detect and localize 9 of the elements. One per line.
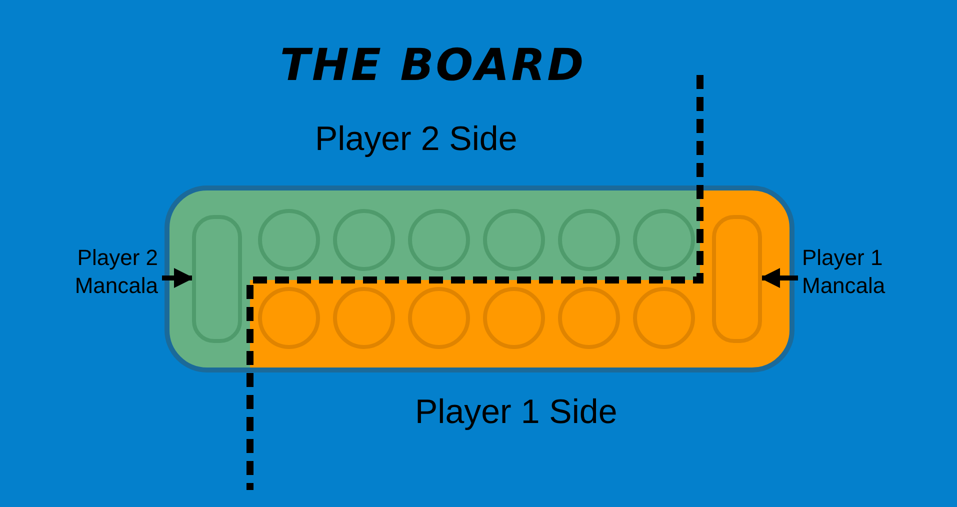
mancala-store	[192, 215, 242, 343]
title: THE BOARD	[280, 40, 586, 91]
player-label: Player 2 Mancala	[28, 244, 158, 300]
arrow	[162, 268, 194, 288]
side-label: Player 2 Side	[315, 120, 518, 159]
mancala-store	[712, 215, 762, 343]
side-label: Player 1 Side	[415, 393, 618, 432]
player-label: Player 1 Mancala	[802, 244, 932, 300]
arrow	[760, 268, 798, 288]
